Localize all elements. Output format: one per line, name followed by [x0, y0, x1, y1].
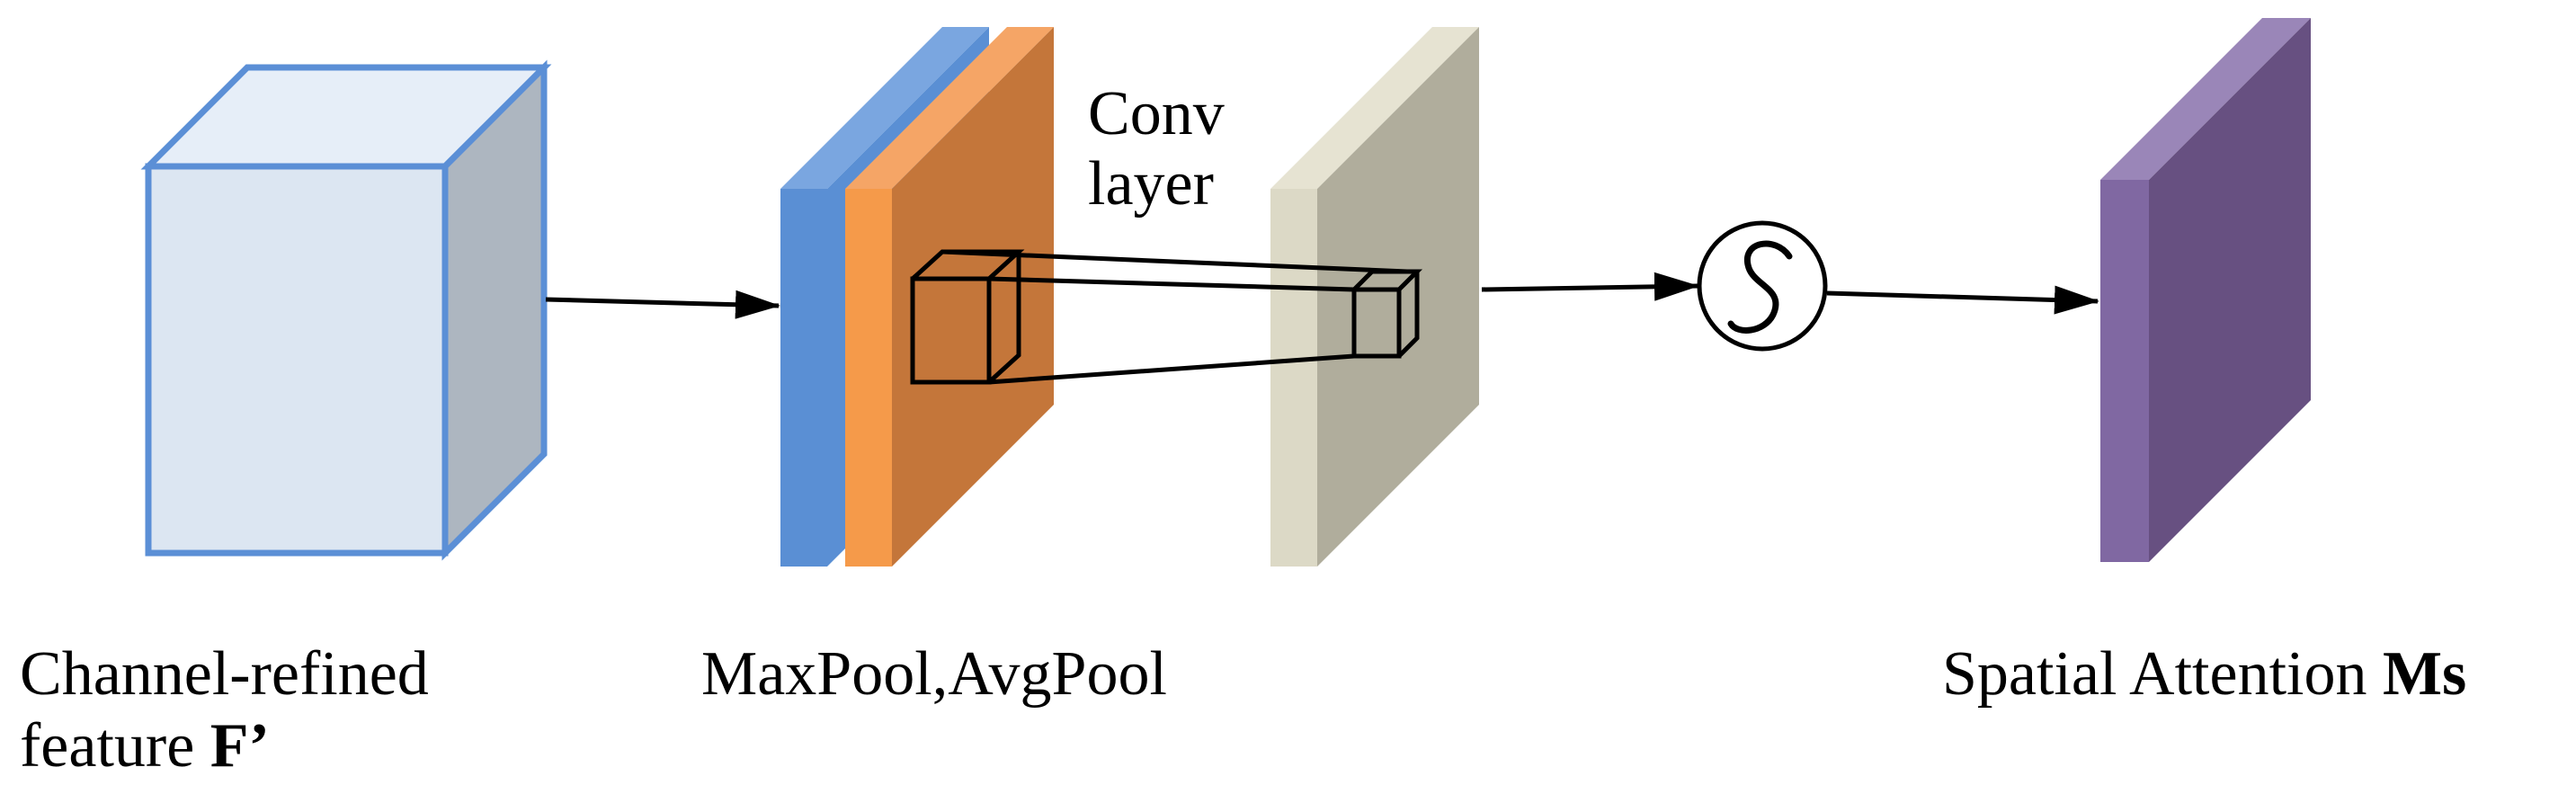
avgpool-map	[845, 27, 1054, 567]
output-label-symbol: Ms	[2382, 639, 2467, 709]
attention-map-side-face	[2149, 18, 2311, 562]
arrow-conv-to-sigmoid	[1481, 272, 1699, 301]
attention-map-top-face	[2100, 18, 2311, 180]
conv-label-line1: Conv	[1088, 79, 1225, 148]
projection-line-middle	[988, 276, 1355, 292]
sigmoid-node	[1697, 220, 1828, 352]
projection-line-bottom	[988, 353, 1355, 385]
cell-top-face	[1352, 269, 1423, 291]
input-cube-front-face	[145, 163, 449, 557]
cell-side-face	[1397, 272, 1420, 358]
input-feature-cube	[140, 59, 552, 561]
conv-label-line2: layer	[1088, 149, 1214, 219]
spatial-attention-label: Spatial Attention Ms	[1942, 638, 2466, 710]
pooling-label: MaxPool,AvgPool	[701, 639, 1167, 709]
input-label-text: feature	[20, 711, 210, 781]
output-label-text: Spatial Attention	[1942, 639, 2383, 709]
conv-map-front-face	[1270, 189, 1317, 567]
avgpool-front-face	[845, 189, 892, 567]
spatial-attention-map	[2100, 18, 2311, 562]
kernel-projection-lines	[941, 249, 1408, 385]
cell-front-face	[1351, 287, 1402, 359]
conv-output-cell	[1351, 269, 1423, 359]
input-label-symbol: F’	[209, 711, 270, 781]
avgpool-top-face	[845, 27, 1054, 189]
arrow-input-to-pool	[545, 290, 780, 319]
sigmoid-icon	[1727, 240, 1793, 334]
input-feature-label: Channel-refined feature F’	[20, 638, 429, 782]
avgpool-side-face	[892, 27, 1054, 567]
input-label-line2: feature F’	[20, 710, 429, 782]
maxpool-top-face	[780, 27, 989, 189]
maxpool-front-face	[780, 189, 827, 567]
attention-map-front-face	[2100, 180, 2149, 562]
projection-line-top	[941, 249, 1408, 274]
arrow-sigmoid-to-output	[1826, 285, 2099, 315]
conv-output-map	[1270, 27, 1479, 567]
conv-layer-label: Conv layer	[1088, 79, 1225, 219]
conv-map-top-face	[1270, 27, 1479, 189]
input-label-line1: Channel-refined	[20, 639, 429, 709]
kernel-side-face	[987, 252, 1021, 384]
